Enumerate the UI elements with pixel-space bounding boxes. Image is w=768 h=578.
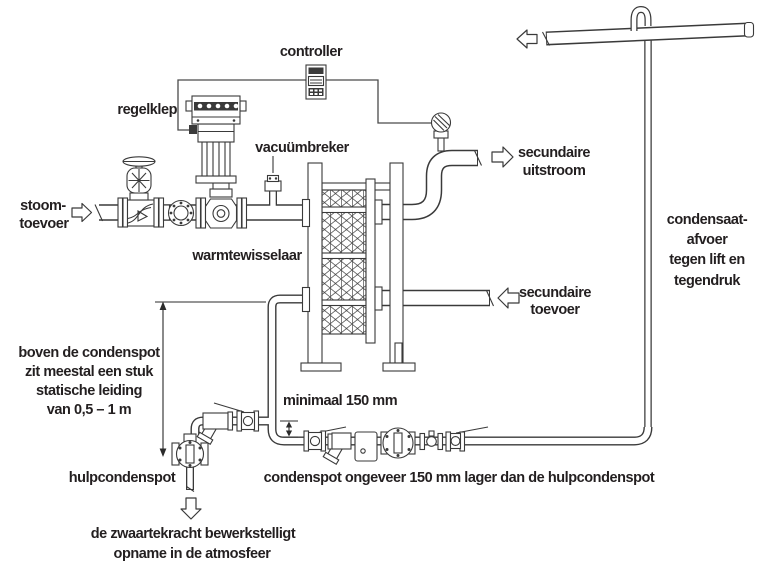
static-pipe-note-line4: van 0,5 – 1 m — [47, 402, 131, 418]
minimal-150mm-dimension — [280, 420, 298, 438]
temperature-sensor — [430, 112, 452, 152]
trap-lower-note: condenspot ongeveer 150 mm lager dan de … — [264, 470, 655, 486]
branch-ball-valve — [213, 402, 260, 432]
isolation-globe-valve — [117, 156, 156, 228]
heat-exchanger — [300, 162, 416, 372]
steam-supply-label-line1: stoom- — [20, 198, 66, 214]
main-y-strainer — [322, 432, 352, 465]
condensate-discharge-label-line3: tegen lift en — [669, 252, 745, 268]
auxiliary-trap-label: hulpcondenspot — [69, 470, 176, 486]
control-valve-label: regelklep — [117, 102, 177, 118]
vacuum-breaker — [264, 156, 282, 192]
condensate-piping — [190, 36, 653, 446]
condensate-discharge-label-line1: condensaat- — [667, 212, 748, 228]
fixed-frame-plate — [307, 162, 323, 364]
wire-terminal — [189, 125, 197, 134]
check-valve — [419, 430, 444, 451]
main-steam-trap — [380, 427, 416, 459]
static-pipe-note-line3: statische leiding — [36, 383, 142, 399]
gravity-note-line2: opname in de atmosfeer — [114, 546, 272, 562]
end-frame-plate — [389, 162, 404, 364]
secondary-inflow-label-line1: secundaire — [519, 285, 591, 301]
heat-exchanger-label: warmtewisselaar — [191, 248, 302, 264]
follower-plate — [365, 178, 376, 344]
branch-y-strainer — [196, 411, 234, 445]
secondary-inlet-flange — [374, 286, 383, 311]
secondary-inflow-arrow — [497, 287, 520, 309]
condensate-return-header-pipe — [542, 21, 755, 46]
main-ball-valve-1 — [303, 426, 347, 452]
steam-inlet-flange — [301, 198, 311, 228]
main-ball-valve-2 — [445, 426, 489, 452]
condensate-outlet-flange — [301, 286, 311, 313]
condensate-discharge-label-line2: afvoer — [687, 232, 729, 248]
secondary-outflow-pipe — [382, 149, 482, 221]
static-head-dimension — [155, 301, 266, 457]
condensate-return-arrow — [516, 29, 538, 49]
controller-signal-wire — [177, 79, 433, 131]
valve-actuator — [185, 95, 247, 125]
loop-seal-over-pipe — [630, 5, 652, 31]
to-atmosphere-arrow — [180, 497, 202, 520]
static-pipe-note-line2: zit meestal een stuk — [25, 364, 154, 380]
sight-chamber — [354, 431, 378, 462]
secondary-outflow-label-line2: uitstroom — [523, 163, 586, 179]
steam-flow-arrow — [71, 202, 93, 223]
gravity-note-line1: de zwaartekracht bewerkstelligt — [91, 526, 296, 542]
auxiliary-steam-trap — [171, 433, 209, 469]
control-valve — [185, 95, 248, 229]
hx-foot-right — [382, 362, 416, 372]
aux-trap-outlet-pipe — [186, 465, 195, 492]
sight-glass — [153, 197, 195, 228]
static-pipe-note-line1: boven de condenspot — [18, 345, 160, 361]
steam-supply-label-line2: toevoer — [19, 216, 69, 232]
vacuum-breaker-label: vacuümbreker — [255, 140, 350, 156]
hx-foot-left — [300, 362, 342, 372]
secondary-outlet-flange — [374, 199, 383, 225]
controller-label: controller — [280, 44, 343, 60]
condensate-discharge-label-line4: tegendruk — [674, 273, 741, 289]
secondary-outflow-label-line1: secundaire — [518, 145, 590, 161]
minimal-150mm-label: minimaal 150 mm — [283, 393, 397, 409]
secondary-outflow-arrow — [491, 146, 514, 168]
secondary-inflow-label-line2: toevoer — [530, 302, 580, 318]
controller-instrument — [305, 64, 327, 100]
